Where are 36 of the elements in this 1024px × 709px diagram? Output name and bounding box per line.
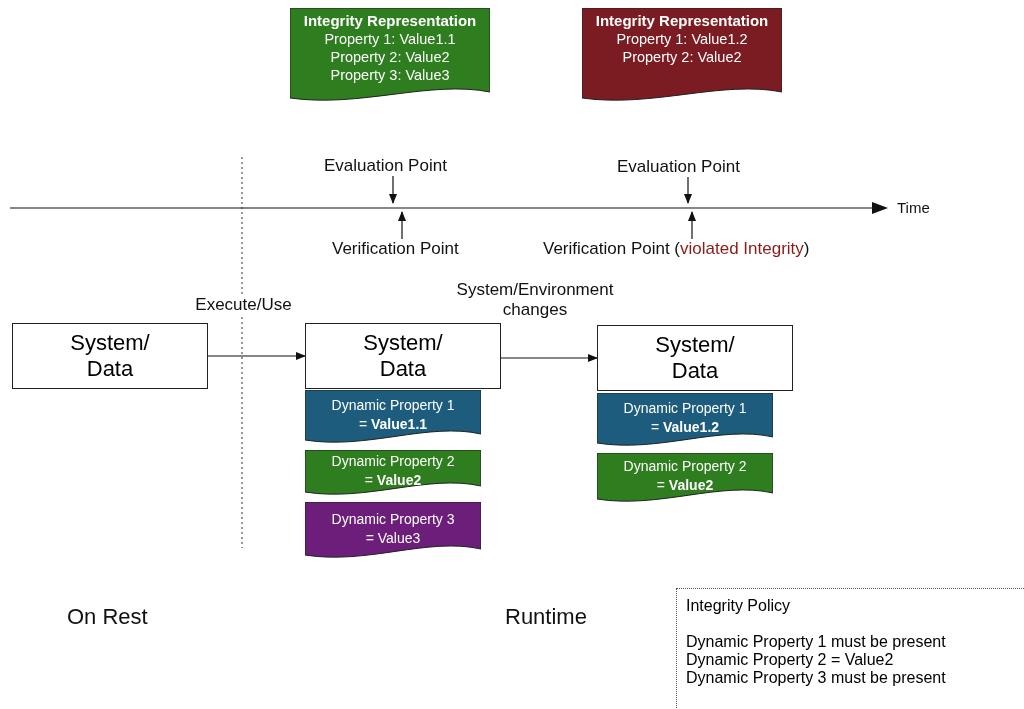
system-text: System/ Data [69, 330, 151, 382]
property-text: Dynamic Property 1 = Value1.1 [330, 396, 456, 434]
system-text: System/ Data [362, 330, 444, 382]
heading-text: Integrity Representation [595, 12, 769, 30]
policy-heading: Integrity Policy [686, 597, 791, 615]
property-text: Property 2: Value2 [330, 48, 450, 66]
property-text: Property 3: Value3 [330, 66, 450, 84]
property-text: Dynamic Property 1 = Value1.2 [622, 399, 748, 437]
policy-rule: Dynamic Property 1 must be present [686, 633, 946, 651]
system-text: System/ Data [654, 332, 736, 384]
region-label: On Rest [67, 604, 148, 630]
policy-panel [676, 588, 1024, 709]
property-text: Dynamic Property 2 = Value2 [330, 452, 456, 490]
property-text: Dynamic Property 2 = Value2 [622, 457, 748, 495]
arrow [389, 175, 397, 204]
process-box [305, 323, 501, 389]
point-label: Evaluation Point [617, 157, 740, 177]
process-box [12, 323, 208, 389]
property-text: Property 1: Value1.2 [616, 30, 748, 48]
arrow [398, 211, 406, 240]
point-label: Verification Point [332, 239, 459, 259]
process-box [597, 325, 793, 391]
property-text: Property 2: Value2 [622, 48, 742, 66]
point-label: Verification Point (violated Integrity) [543, 239, 810, 259]
axis-label: Time [897, 199, 930, 216]
arrow [684, 176, 692, 204]
policy-rule: Dynamic Property 3 must be present [686, 669, 946, 687]
arrow [207, 352, 306, 360]
property-text: Dynamic Property 3 = Value3 [330, 509, 456, 548]
point-label: Evaluation Point [324, 156, 447, 176]
region-label: Runtime [505, 604, 587, 630]
property-text: Property 1: Value1.1 [324, 30, 456, 48]
arrow [688, 211, 696, 240]
heading-text: Integrity Representation [303, 12, 477, 30]
policy-rule: Dynamic Property 2 = Value2 [686, 651, 894, 669]
arrow [500, 354, 598, 362]
